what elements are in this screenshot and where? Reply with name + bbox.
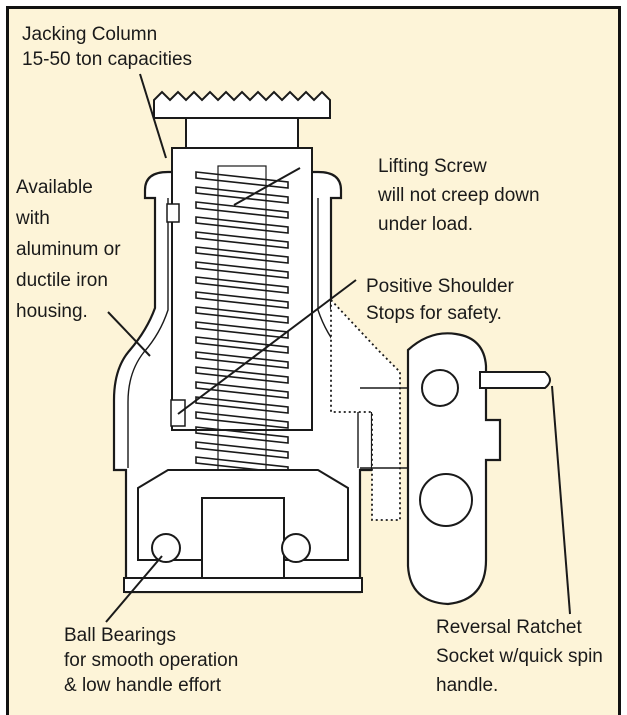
lock-screw bbox=[166, 203, 180, 223]
jacking-column-head bbox=[185, 117, 299, 149]
screw-thread bbox=[195, 291, 289, 309]
leader-reversal-ratchet bbox=[551, 385, 571, 615]
leader-lines bbox=[105, 73, 571, 623]
drive-gear-hub bbox=[201, 497, 285, 591]
label-line: Available bbox=[16, 177, 93, 198]
ball-bearing-left bbox=[151, 533, 181, 563]
leader-shoulder-stops bbox=[177, 279, 357, 415]
label-line: will not creep down bbox=[378, 185, 540, 206]
label-ball-bearings: Ball Bearings for smooth operation & low… bbox=[64, 623, 238, 698]
screw-thread bbox=[195, 171, 289, 189]
label-line: Positive Shoulder bbox=[366, 276, 514, 297]
label-line: housing. bbox=[16, 301, 88, 322]
label-line: Lifting Screw bbox=[378, 156, 487, 177]
jacking-column-cap bbox=[153, 90, 331, 119]
label-line: handle. bbox=[436, 675, 499, 696]
gearbox-link bbox=[330, 297, 401, 521]
screw-thread bbox=[195, 441, 289, 459]
screw-thread bbox=[195, 231, 289, 249]
screw-thread bbox=[195, 261, 289, 279]
label-line: Reversal Ratchet bbox=[436, 617, 582, 638]
screw-thread bbox=[195, 336, 289, 354]
label-line: Stops for safety. bbox=[366, 303, 502, 324]
label-shoulder-stops: Positive Shoulder Stops for safety. bbox=[366, 273, 514, 327]
screw-thread bbox=[195, 306, 289, 324]
label-line: Ball Bearings bbox=[64, 625, 176, 646]
leader-jacking-column bbox=[139, 73, 167, 159]
leader-ball-bearings bbox=[105, 555, 163, 623]
housing-inner-wall bbox=[127, 198, 169, 468]
label-reversal-ratchet: Reversal Ratchet Socket w/quick spin han… bbox=[436, 613, 603, 700]
label-line: Jacking Column bbox=[22, 24, 158, 45]
label-line: ductile iron bbox=[16, 270, 108, 291]
screw-thread bbox=[195, 366, 289, 384]
screw-thread bbox=[195, 381, 289, 399]
label-line: for smooth operation bbox=[64, 650, 239, 671]
ball-bearing-right bbox=[281, 533, 311, 563]
label-jacking-column: Jacking Column 15-50 ton capacities bbox=[22, 22, 192, 72]
screw-thread bbox=[195, 276, 289, 294]
quick-spin-handle bbox=[479, 371, 551, 389]
base-flange bbox=[123, 577, 363, 593]
screw-thread bbox=[195, 246, 289, 264]
ratchet-lower-boss bbox=[419, 473, 473, 527]
leader-housing bbox=[107, 311, 151, 357]
label-line: aluminum or bbox=[16, 239, 121, 260]
leader-lifting-screw bbox=[233, 167, 301, 206]
label-line: with bbox=[16, 208, 50, 229]
ratchet-upper-boss bbox=[421, 369, 459, 407]
screw-thread bbox=[195, 201, 289, 219]
label-housing: Available with aluminum or ductile iron … bbox=[16, 172, 121, 327]
screw-thread bbox=[195, 216, 289, 234]
label-line: 15-50 ton capacities bbox=[22, 49, 193, 70]
screw-thread bbox=[195, 321, 289, 339]
label-line: & low handle effort bbox=[64, 675, 222, 696]
label-line: Socket w/quick spin bbox=[436, 646, 603, 667]
label-lifting-screw: Lifting Screw will not creep down under … bbox=[378, 152, 540, 239]
screw-thread bbox=[195, 426, 289, 444]
screw-thread bbox=[195, 351, 289, 369]
screw-thread bbox=[195, 186, 289, 204]
label-line: under load. bbox=[378, 214, 474, 235]
screw-thread bbox=[195, 411, 289, 429]
